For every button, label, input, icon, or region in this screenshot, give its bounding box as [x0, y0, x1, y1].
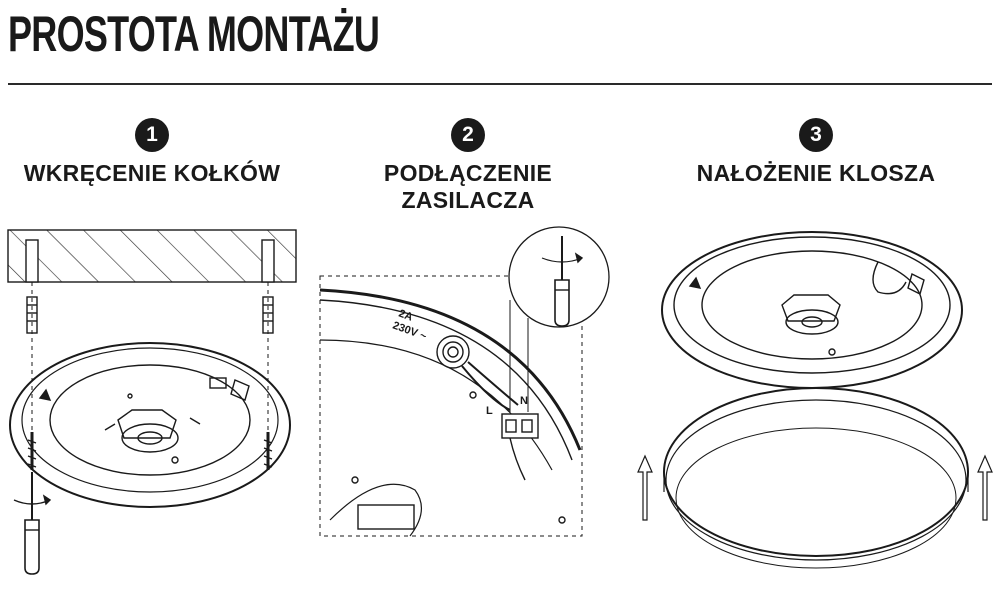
power-label-current: 2A — [397, 308, 414, 324]
terminal-label-n: N — [520, 395, 528, 407]
rotate-arrow-icon — [574, 252, 584, 264]
mounted-base — [661, 231, 963, 389]
title-divider — [8, 83, 992, 85]
diffuser-cover — [663, 387, 969, 569]
screw-right — [263, 432, 273, 470]
up-arrow-icon — [977, 454, 993, 521]
up-arrow-icon — [637, 454, 653, 521]
ceiling-block — [7, 229, 297, 283]
step-3-badge: 3 — [799, 118, 833, 152]
step-3-heading: 3 NAŁOŻENIE KLOSZA — [666, 118, 966, 187]
terminal-label-l: L — [486, 405, 493, 417]
step-1-heading: 1 WKRĘCENIE KOŁKÓW — [2, 118, 302, 187]
screwdriver-icon — [24, 472, 40, 575]
step-2-label: PODŁĄCZENIE ZASILACZA — [383, 160, 553, 213]
step-2-heading: 2 PODŁĄCZENIE ZASILACZA — [318, 118, 618, 214]
step-3-illustration — [637, 231, 993, 569]
lamp-base — [9, 342, 291, 508]
step-2-badge: 2 — [451, 118, 485, 152]
step-2-illustration: 2A 230V ~ L N — [319, 226, 610, 537]
step-1-badge: 1 — [135, 118, 169, 152]
rotate-arrow-icon — [13, 494, 52, 506]
step-1-illustration — [7, 229, 297, 575]
terminal-block — [501, 413, 539, 439]
step-1-label: WKRĘCENIE KOŁKÓW — [23, 160, 281, 186]
screwdriver-inset — [508, 226, 610, 328]
page-title: PROSTOTA MONTAŻU — [8, 6, 380, 62]
step-3-label: NAŁOŻENIE KLOSZA — [696, 160, 936, 186]
screw-left — [27, 432, 37, 470]
